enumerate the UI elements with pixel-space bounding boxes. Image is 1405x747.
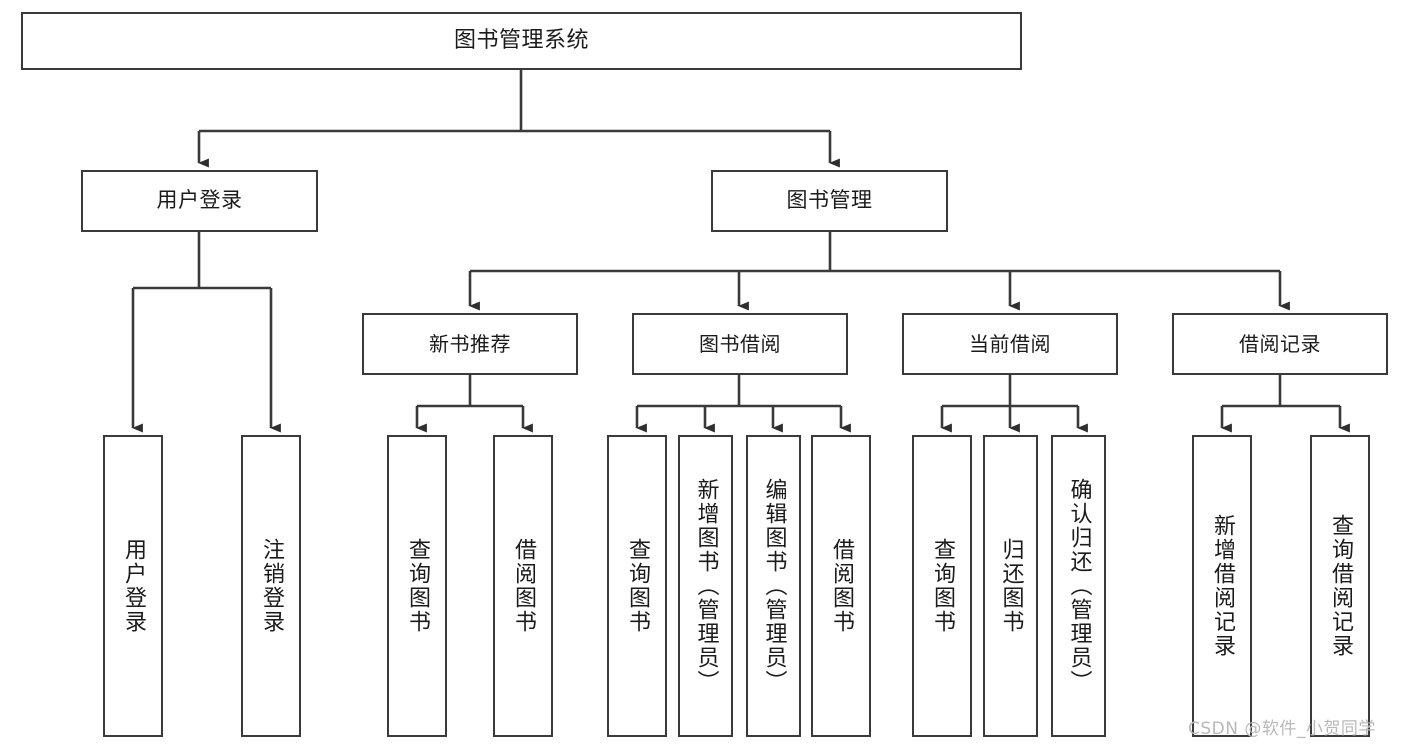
leaf-current-confirm-return-admin[interactable]: 确认归还（管理员） xyxy=(1051,435,1106,737)
node-label: 查询借阅记录 xyxy=(1327,514,1353,658)
node-root-book-management-system[interactable]: 图书管理系统 xyxy=(21,12,1022,70)
node-label: 图书借阅 xyxy=(699,331,781,356)
node-label: 用户登录 xyxy=(120,538,146,634)
leaf-borrow-borrow-book[interactable]: 借阅图书 xyxy=(811,435,871,737)
node-new-book-recommend[interactable]: 新书推荐 xyxy=(362,313,578,375)
node-label: 用户登录 xyxy=(156,188,243,213)
node-label: 归还图书 xyxy=(998,538,1024,634)
leaf-user-login-logout[interactable]: 注销登录 xyxy=(241,435,301,737)
leaf-borrow-edit-book-admin[interactable]: 编辑图书（管理员） xyxy=(746,435,801,737)
node-book-management[interactable]: 图书管理 xyxy=(711,170,948,232)
node-label: 查询图书 xyxy=(929,538,955,634)
leaf-borrow-query-book[interactable]: 查询图书 xyxy=(607,435,667,737)
node-label: 借阅记录 xyxy=(1239,331,1321,356)
node-label: 新增借阅记录 xyxy=(1209,514,1235,658)
leaf-recommend-query-book[interactable]: 查询图书 xyxy=(387,435,447,737)
node-label: 编辑图书（管理员） xyxy=(761,478,787,694)
node-book-borrow[interactable]: 图书借阅 xyxy=(632,313,848,375)
node-label: 注销登录 xyxy=(258,538,284,634)
node-label: 借阅图书 xyxy=(828,538,854,634)
csdn-watermark: CSDN @软件_小贺同学 xyxy=(1188,719,1376,739)
leaf-borrow-add-book-admin[interactable]: 新增图书（管理员） xyxy=(678,435,733,737)
leaf-record-query-borrow-record[interactable]: 查询借阅记录 xyxy=(1310,435,1370,737)
node-label: 查询图书 xyxy=(404,538,430,634)
node-label: 图书管理 xyxy=(786,188,873,213)
leaf-current-return-book[interactable]: 归还图书 xyxy=(983,435,1038,737)
node-label: 新书推荐 xyxy=(429,331,511,356)
leaf-record-add-borrow-record[interactable]: 新增借阅记录 xyxy=(1192,435,1252,737)
node-label: 查询图书 xyxy=(624,538,650,634)
node-label: 新增图书（管理员） xyxy=(693,478,719,694)
leaf-current-query-book[interactable]: 查询图书 xyxy=(912,435,972,737)
node-user-login[interactable]: 用户登录 xyxy=(81,170,318,232)
node-current-borrow[interactable]: 当前借阅 xyxy=(902,313,1118,375)
node-label: 图书管理系统 xyxy=(453,27,589,53)
leaf-user-login-login[interactable]: 用户登录 xyxy=(103,435,163,737)
node-label: 借阅图书 xyxy=(510,538,536,634)
node-borrow-record[interactable]: 借阅记录 xyxy=(1172,313,1388,375)
node-label: 确认归还（管理员） xyxy=(1066,478,1092,694)
node-label: 当前借阅 xyxy=(969,331,1051,356)
leaf-recommend-borrow-book[interactable]: 借阅图书 xyxy=(493,435,553,737)
